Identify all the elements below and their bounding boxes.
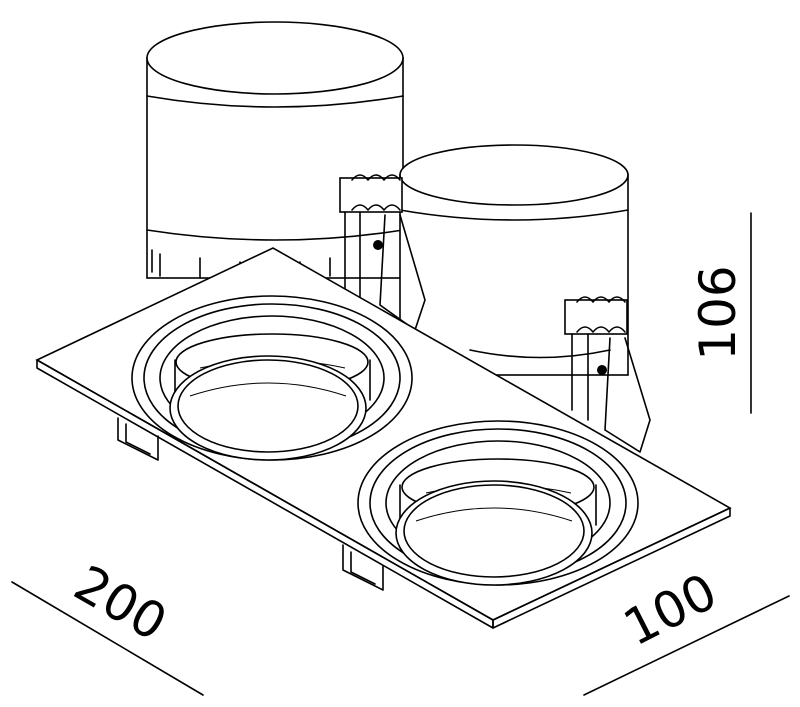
width-dimension-line — [583, 595, 790, 696]
length-dimension-label: 200 — [65, 554, 177, 652]
height-dimension-label: 106 — [689, 265, 747, 360]
length-dimension-line — [11, 581, 204, 696]
left-housing-cylinder — [146, 21, 404, 281]
width-dimension-label: 100 — [615, 562, 726, 657]
left-lamp-opening — [131, 295, 413, 461]
right-spring-clip — [564, 296, 651, 453]
left-spring-clip — [339, 174, 426, 331]
mounting-tabs — [117, 417, 384, 591]
right-lamp-opening — [357, 420, 639, 586]
